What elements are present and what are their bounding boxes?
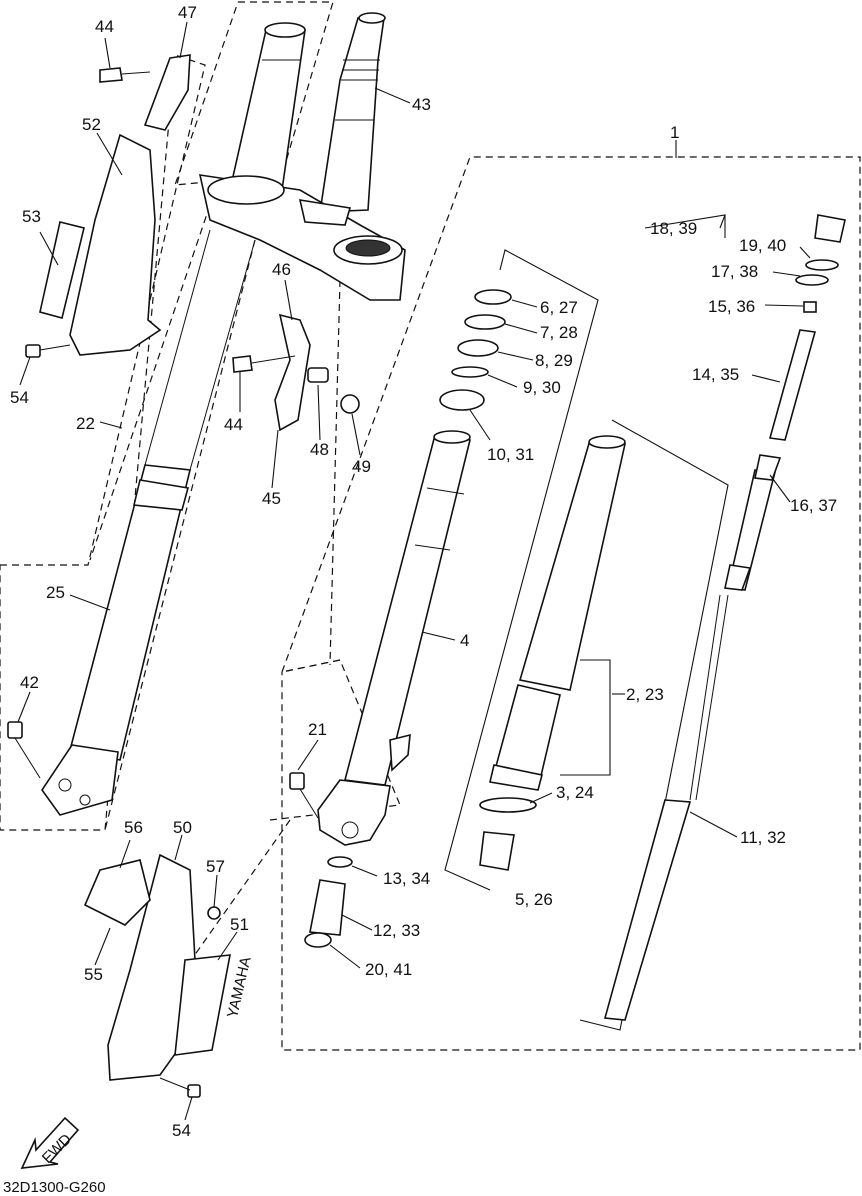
callout-1: 1	[670, 123, 679, 142]
callout-50: 50	[173, 818, 192, 837]
triple-clamp	[198, 174, 406, 301]
callout-9-30: 9, 30	[523, 378, 561, 397]
callout-54-top: 54	[10, 388, 29, 407]
callout-16-37: 16, 37	[790, 496, 837, 515]
callout-20-41: 20, 41	[365, 960, 412, 979]
fork-cap	[795, 214, 846, 313]
bolt-54-top	[25, 344, 71, 358]
bolt-21	[289, 772, 319, 819]
callout-43: 43	[412, 95, 431, 114]
callout-5-26: 5, 26	[515, 890, 553, 909]
callout-25: 25	[46, 583, 65, 602]
bolt-42	[7, 721, 41, 779]
diagram-code: 32D1300-G260	[3, 1179, 106, 1196]
callout-6-27: 6, 27	[540, 298, 578, 317]
fork-guard-left	[39, 133, 162, 356]
callout-labels: 1 2, 23 3, 24 4 5, 26 6, 27 7, 28 8, 29 …	[10, 3, 837, 1140]
hose-guide-assembly	[232, 313, 360, 432]
base-valve	[304, 856, 353, 948]
callout-19-40: 19, 40	[739, 236, 786, 255]
callout-14-35: 14, 35	[692, 365, 739, 384]
inner-tube-top	[229, 22, 306, 191]
left-outer-tube	[41, 229, 256, 816]
callout-3-24: 3, 24	[556, 783, 594, 802]
callout-44-mid: 44	[224, 415, 243, 434]
callout-13-34: 13, 34	[383, 869, 430, 888]
inner-tube	[317, 430, 471, 846]
callout-46: 46	[272, 260, 291, 279]
outer-tube	[479, 435, 626, 871]
callout-18-39: 18, 39	[650, 219, 697, 238]
callout-55: 55	[84, 965, 103, 984]
fork-guard-right	[83, 853, 231, 1098]
callout-4: 4	[460, 631, 469, 650]
bracket-47	[99, 54, 191, 131]
callout-15-36: 15, 36	[708, 297, 755, 316]
callout-22: 22	[76, 414, 95, 433]
callout-45: 45	[262, 489, 281, 508]
damper-rod	[603, 469, 777, 1021]
callout-56: 56	[124, 818, 143, 837]
callout-17-38: 17, 38	[711, 262, 758, 281]
steering-stem	[319, 12, 386, 213]
callout-12-33: 12, 33	[373, 921, 420, 940]
group-outline-upper	[174, 1, 334, 186]
callout-48: 48	[310, 440, 329, 459]
group-outline-22	[0, 54, 206, 831]
callout-44-top: 44	[95, 17, 114, 36]
group-outlines	[0, 1, 861, 1076]
leader-lines	[17, 21, 811, 1121]
callout-11-32: 11, 32	[740, 828, 786, 847]
fwd-arrow: FWD	[20, 1116, 80, 1169]
bracket-seal-kit	[444, 249, 599, 891]
group-outline-1	[281, 156, 861, 1051]
callout-49: 49	[352, 457, 371, 476]
callout-8-29: 8, 29	[535, 351, 573, 370]
callout-51: 51	[230, 915, 249, 934]
callout-21: 21	[308, 720, 327, 739]
callout-42: 42	[20, 673, 39, 692]
callout-57: 57	[206, 857, 225, 876]
callout-2-23: 2, 23	[626, 685, 664, 704]
callout-7-28: 7, 28	[540, 323, 578, 342]
fork-spring	[724, 329, 817, 591]
callout-54-bottom: 54	[172, 1121, 191, 1140]
callout-47: 47	[178, 3, 197, 22]
callout-10-31: 10, 31	[487, 445, 534, 464]
callout-52: 52	[82, 115, 101, 134]
callout-53: 53	[22, 207, 41, 226]
seal-stack	[439, 289, 512, 411]
